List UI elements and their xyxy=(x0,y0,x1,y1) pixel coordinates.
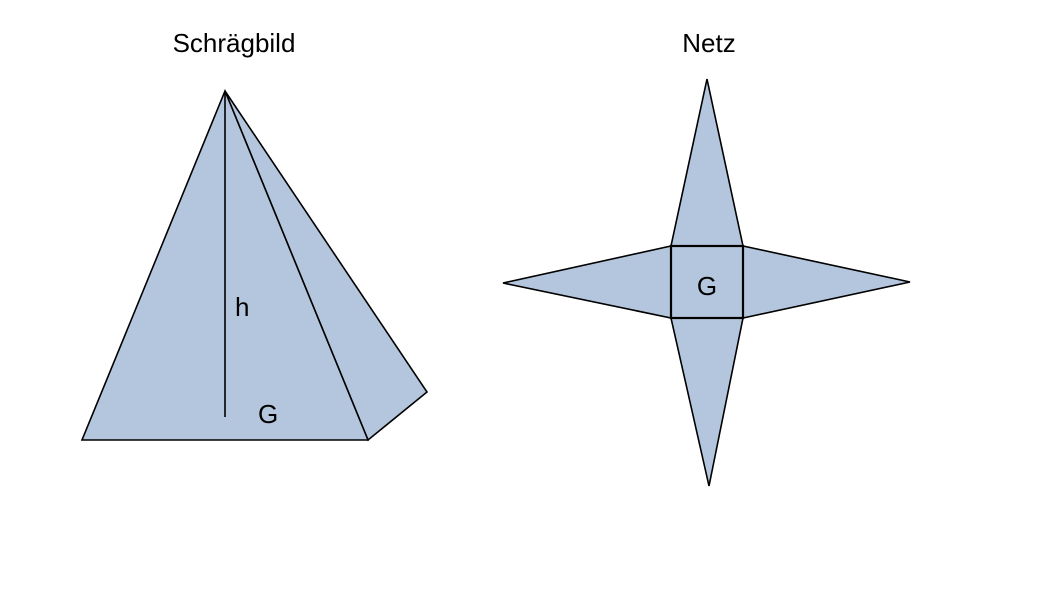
schraegbild-title: Schrägbild xyxy=(173,28,296,58)
net-bottom-triangle xyxy=(669,317,744,487)
netz-title: Netz xyxy=(682,28,735,58)
schraegbild-figure: Schrägbild h G xyxy=(80,28,429,442)
height-label: h xyxy=(235,292,249,322)
net-base-square xyxy=(669,244,745,320)
net-left-triangle xyxy=(502,245,672,319)
net-top-triangle xyxy=(670,78,744,247)
netz-base-label: G xyxy=(697,271,717,301)
schraegbild-base-label: G xyxy=(258,399,278,429)
net-right-triangle xyxy=(742,245,911,319)
netz-figure: Netz G xyxy=(502,28,911,487)
